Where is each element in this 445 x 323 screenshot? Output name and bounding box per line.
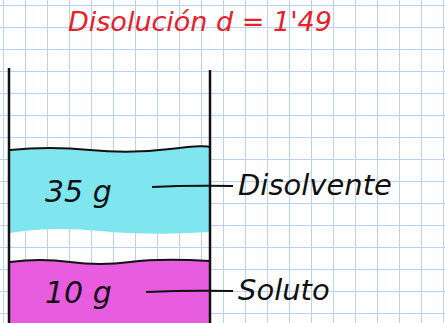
- solvent-fill: [10, 146, 210, 234]
- title: Disolución d = 1'49: [68, 6, 332, 37]
- leader-line: [152, 186, 233, 187]
- part-label: Soluto: [238, 273, 330, 307]
- liquid-layer: 10 g: [11, 264, 209, 320]
- leader-line: [146, 291, 233, 292]
- solute-surface: [10, 260, 210, 264]
- beaker-wall: [209, 70, 212, 323]
- amount-text: 35 g: [45, 174, 112, 209]
- amount-text: 10 g: [45, 275, 112, 310]
- beaker-wall: [8, 68, 11, 323]
- part-label: Disolvente: [238, 168, 392, 202]
- liquid-layer: 35 g: [11, 152, 209, 230]
- solvent-surface: [10, 146, 210, 152]
